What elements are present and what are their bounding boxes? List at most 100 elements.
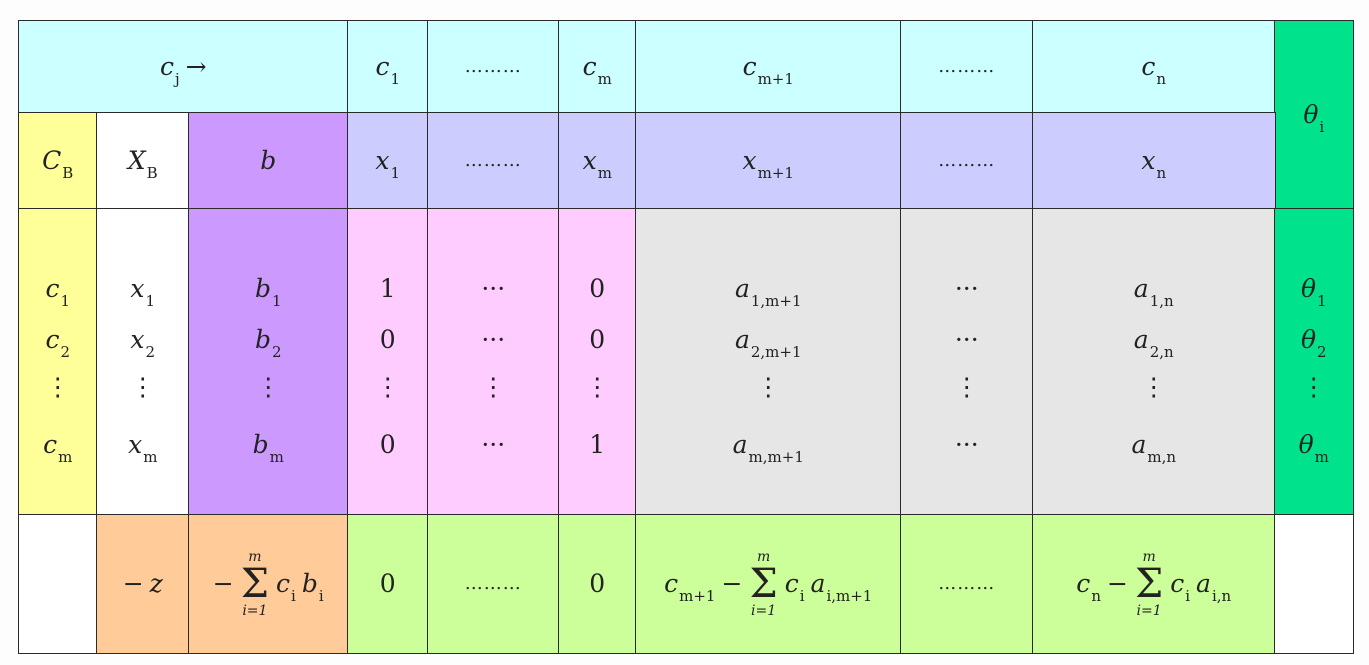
cell-entry: ⋮ — [19, 366, 97, 406]
ellipsis: ··· — [954, 273, 979, 303]
math-text: 0 — [589, 273, 606, 303]
symbol-base: x — [1141, 146, 1156, 176]
symbol-subscript: 2 — [271, 342, 282, 361]
cell-entry: a2,m+1 — [636, 319, 901, 361]
math-text: 0 — [379, 569, 396, 599]
symbol-base: c — [664, 569, 679, 599]
symbol-base: a — [1196, 569, 1211, 599]
symbol-base: x — [375, 146, 390, 176]
cell-entry: ⋮ — [97, 366, 189, 406]
ellipsis: ··· — [481, 324, 506, 354]
math-symbol: x1 — [375, 146, 400, 182]
variable-header-3: xm+1 — [635, 112, 902, 210]
cost-header-0: c1 — [347, 20, 429, 114]
cell-entry: am,m+1 — [636, 424, 901, 466]
cj-header: cj → — [18, 20, 349, 114]
variable-header-4: ……… — [900, 112, 1034, 210]
reduced-cost-1: ……… — [427, 514, 560, 654]
cell-entry: 0 — [348, 319, 428, 359]
cell-entry: b2 — [189, 319, 348, 361]
symbol-subscript: i,n — [1211, 587, 1232, 606]
math-symbol: bi — [302, 569, 324, 605]
math-symbol: ai,m+1 — [810, 569, 873, 605]
symbol-subscript: 2 — [145, 342, 156, 361]
symbol-base: a — [734, 324, 750, 354]
ellipsis: ……… — [464, 150, 522, 172]
symbol-base: b — [260, 146, 277, 176]
cell-entry: θ1 — [1275, 268, 1353, 310]
cell-entry: ··· — [428, 424, 559, 464]
symbol-base: x — [742, 146, 757, 176]
math-symbol: cj — [160, 52, 180, 88]
cell-entry: ··· — [901, 319, 1033, 359]
cell-entry: 0 — [559, 319, 636, 359]
symbol-base: θ — [1300, 273, 1316, 303]
sigma-symbol: Σ — [749, 560, 778, 607]
sum-upper-limit: m — [756, 548, 771, 565]
symbol-base: a — [734, 273, 750, 303]
math-symbol: b2 — [255, 325, 282, 361]
reduced-cost-0: 0 — [347, 514, 429, 654]
cell-entry: a2,n — [1033, 319, 1275, 361]
cost-header-1: ……… — [427, 20, 560, 114]
symbol-subscript: m — [597, 70, 612, 89]
variable-header-2: xm — [558, 112, 637, 210]
symbol-subscript: i — [799, 587, 805, 606]
math-symbol: b1 — [255, 274, 282, 310]
ellipsis: ··· — [954, 429, 979, 459]
cell-entry: 1 — [348, 268, 428, 308]
cell-entry: b1 — [189, 268, 348, 310]
symbol-subscript: m+1 — [757, 70, 794, 89]
symbol-subscript: m+1 — [757, 164, 794, 183]
cell-entry: 0 — [348, 424, 428, 464]
reduced-cost-4: ……… — [900, 514, 1034, 654]
cell-entry: bm — [189, 424, 348, 466]
ellipsis: ……… — [938, 150, 996, 172]
math-symbol: θ2 — [1301, 325, 1327, 361]
cell-entry: 0 — [559, 268, 636, 308]
cell-entry: ··· — [428, 268, 559, 308]
cost-header-2: cm — [558, 20, 637, 114]
math-symbol: c1 — [45, 274, 70, 310]
math-symbol: a2,n — [1134, 325, 1174, 361]
math-symbol: θi — [1303, 100, 1324, 136]
cell-entry: x2 — [97, 319, 189, 361]
neg-z-cell: −z — [96, 514, 190, 654]
math-text: ⋮ — [130, 371, 156, 401]
symbol-subscript: 1 — [390, 164, 401, 183]
cell-entry: ··· — [428, 319, 559, 359]
cost-header-5: cn — [1032, 20, 1276, 114]
cell-entry: am,n — [1033, 424, 1275, 466]
cell-entry: 1 — [559, 424, 636, 464]
symbol-base: a — [1131, 429, 1147, 459]
math-symbol: xm+1 — [742, 146, 794, 182]
variable-header-0: x1 — [347, 112, 429, 210]
math-symbol: a2,m+1 — [734, 324, 802, 361]
symbol-subscript: i — [1319, 118, 1325, 137]
math-text: 0 — [379, 429, 396, 459]
body-column-1: ······⋮··· — [427, 208, 560, 516]
cell-entry: x1 — [97, 268, 189, 310]
symbol-base: a — [810, 569, 826, 599]
symbol-base: c — [375, 52, 390, 82]
math-symbol: cm+1 — [664, 569, 715, 605]
symbol-base: c — [43, 429, 58, 459]
math-symbol: ci — [785, 569, 805, 605]
math-symbol: x2 — [130, 325, 155, 361]
ellipsis: ··· — [481, 429, 506, 459]
math-text: ⋮ — [584, 371, 610, 401]
math-symbol: am,m+1 — [733, 430, 804, 466]
symbol-subscript: B — [146, 164, 158, 183]
symbol-base: c — [1170, 569, 1185, 599]
symbol-subscript: n — [1156, 164, 1167, 183]
math-text: − — [721, 569, 743, 599]
math-text: 1 — [379, 273, 396, 303]
math-symbol: a1,n — [1134, 274, 1174, 310]
math-symbol: xm — [583, 146, 612, 182]
math-symbol: ai,n — [1196, 569, 1231, 605]
symbol-subscript: 1 — [390, 70, 401, 89]
